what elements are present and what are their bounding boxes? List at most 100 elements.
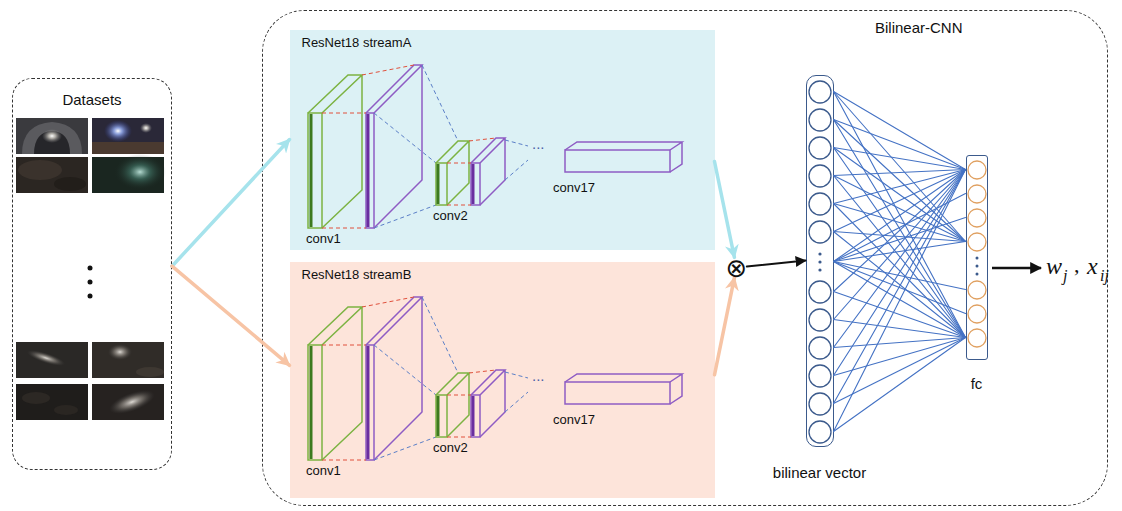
ellipsis-dots-part <box>88 266 93 271</box>
mine-photo-part <box>22 122 82 154</box>
connection-line <box>834 170 966 404</box>
node-text: bilinear vector <box>773 464 866 481</box>
flow-arrow <box>172 266 290 365</box>
fc-neurons-part <box>968 209 986 227</box>
connection-line <box>834 204 966 338</box>
node-text: Datasets <box>13 91 171 108</box>
mine-photo <box>16 384 88 420</box>
connection-line <box>834 92 966 242</box>
connection-line <box>834 170 966 204</box>
stream-a-layers <box>308 65 682 228</box>
layer-label: conv1 <box>306 232 341 245</box>
connection-line <box>834 262 966 290</box>
node-text: ⊗ <box>724 255 750 281</box>
mine-photo-part <box>16 157 88 193</box>
mine-photo <box>92 118 164 154</box>
connection-line <box>834 262 966 338</box>
ellipsis: ... <box>532 136 545 151</box>
output-separator: , <box>1074 254 1080 276</box>
fc-neurons-part <box>968 281 986 299</box>
mine-photo-part <box>25 347 66 369</box>
mine-photo-part <box>92 118 164 154</box>
bilinear-neurons-part <box>809 137 831 159</box>
ellipsis-dots <box>818 252 821 271</box>
connection-line <box>834 120 966 338</box>
mine-photo-part <box>104 120 132 142</box>
bilinear-neurons-part <box>809 81 831 103</box>
flow-arrow <box>715 278 735 375</box>
layer-label: conv17 <box>553 181 595 194</box>
mine-photo-part <box>16 384 88 420</box>
mine-photo-part <box>16 118 88 154</box>
output-symbol: x <box>1087 254 1098 278</box>
bilinear-neurons-part <box>809 281 831 303</box>
mine-photo-part <box>54 177 86 191</box>
connection-line <box>834 170 966 320</box>
bilinear-neurons-part <box>809 193 831 215</box>
bilinear-neurons-part <box>809 109 831 131</box>
stream-panel: ResNet18 streamA <box>290 30 715 250</box>
connection-line <box>834 170 966 376</box>
connection-line <box>834 170 966 348</box>
connection-line <box>834 148 966 170</box>
node-text: ResNet18 streamA <box>302 36 412 51</box>
mine-photo <box>16 118 88 154</box>
mine-photo-part <box>92 142 164 154</box>
connection-line <box>834 148 966 338</box>
connection-line <box>834 170 966 432</box>
fc-neurons-part <box>968 305 986 323</box>
flow-arrow <box>715 162 735 258</box>
connection-line <box>834 218 966 262</box>
connection-line <box>834 170 966 262</box>
mine-photo-part <box>108 344 132 360</box>
layer-label: conv1 <box>306 464 341 477</box>
bilinear-neurons-part <box>809 337 831 359</box>
mine-photo-part <box>114 154 166 190</box>
bilinear-neurons-part <box>809 393 831 415</box>
fc-neurons-part <box>968 233 986 251</box>
connection-line <box>834 92 966 170</box>
connection-line <box>834 262 966 314</box>
ellipsis-dots-part <box>818 260 821 263</box>
output-subscript: j <box>1063 268 1067 284</box>
node-text: Bilinear-CNN <box>875 19 963 36</box>
bilinear-neurons-part <box>809 421 831 443</box>
connection-line <box>834 292 966 338</box>
connection-line <box>834 194 966 262</box>
stream-panel: ResNet18 streamB <box>290 262 715 498</box>
ellipsis-dots <box>88 266 93 299</box>
flow-arrow <box>747 261 806 267</box>
bilinear-neurons-part <box>809 309 831 331</box>
connection-line <box>834 320 966 338</box>
connection-line <box>834 338 966 376</box>
node-text: ResNet18 streamB <box>302 268 412 283</box>
ellipsis-dots-part <box>818 268 821 271</box>
connection-line <box>834 338 966 404</box>
mine-photo-part <box>92 342 164 378</box>
ellipsis: ... <box>532 368 545 383</box>
output-arrow <box>992 267 1041 270</box>
mine-photo <box>92 342 164 378</box>
mine-photo-part <box>18 160 62 180</box>
ellipsis-dots-part <box>976 273 979 276</box>
ellipsis-dots-part <box>88 280 93 285</box>
output-symbol: w <box>1046 254 1062 278</box>
mine-photo <box>92 384 164 420</box>
node-text: fc <box>971 375 983 392</box>
fc-neurons-part <box>968 185 986 203</box>
connection-line <box>834 242 966 262</box>
mine-photo-part <box>106 385 157 418</box>
mine-photo-part <box>54 405 78 415</box>
ellipsis-dots-part <box>976 257 979 260</box>
layer-label: conv17 <box>553 413 595 426</box>
mine-photo-part <box>22 392 50 404</box>
bilinear-neurons <box>809 81 831 443</box>
ellipsis-dots <box>976 257 979 276</box>
connection-line <box>834 338 966 348</box>
full-connection <box>834 92 966 432</box>
model-group: Bilinear-CNN ResNet18 streamA ResNet18 str… <box>262 10 1108 506</box>
